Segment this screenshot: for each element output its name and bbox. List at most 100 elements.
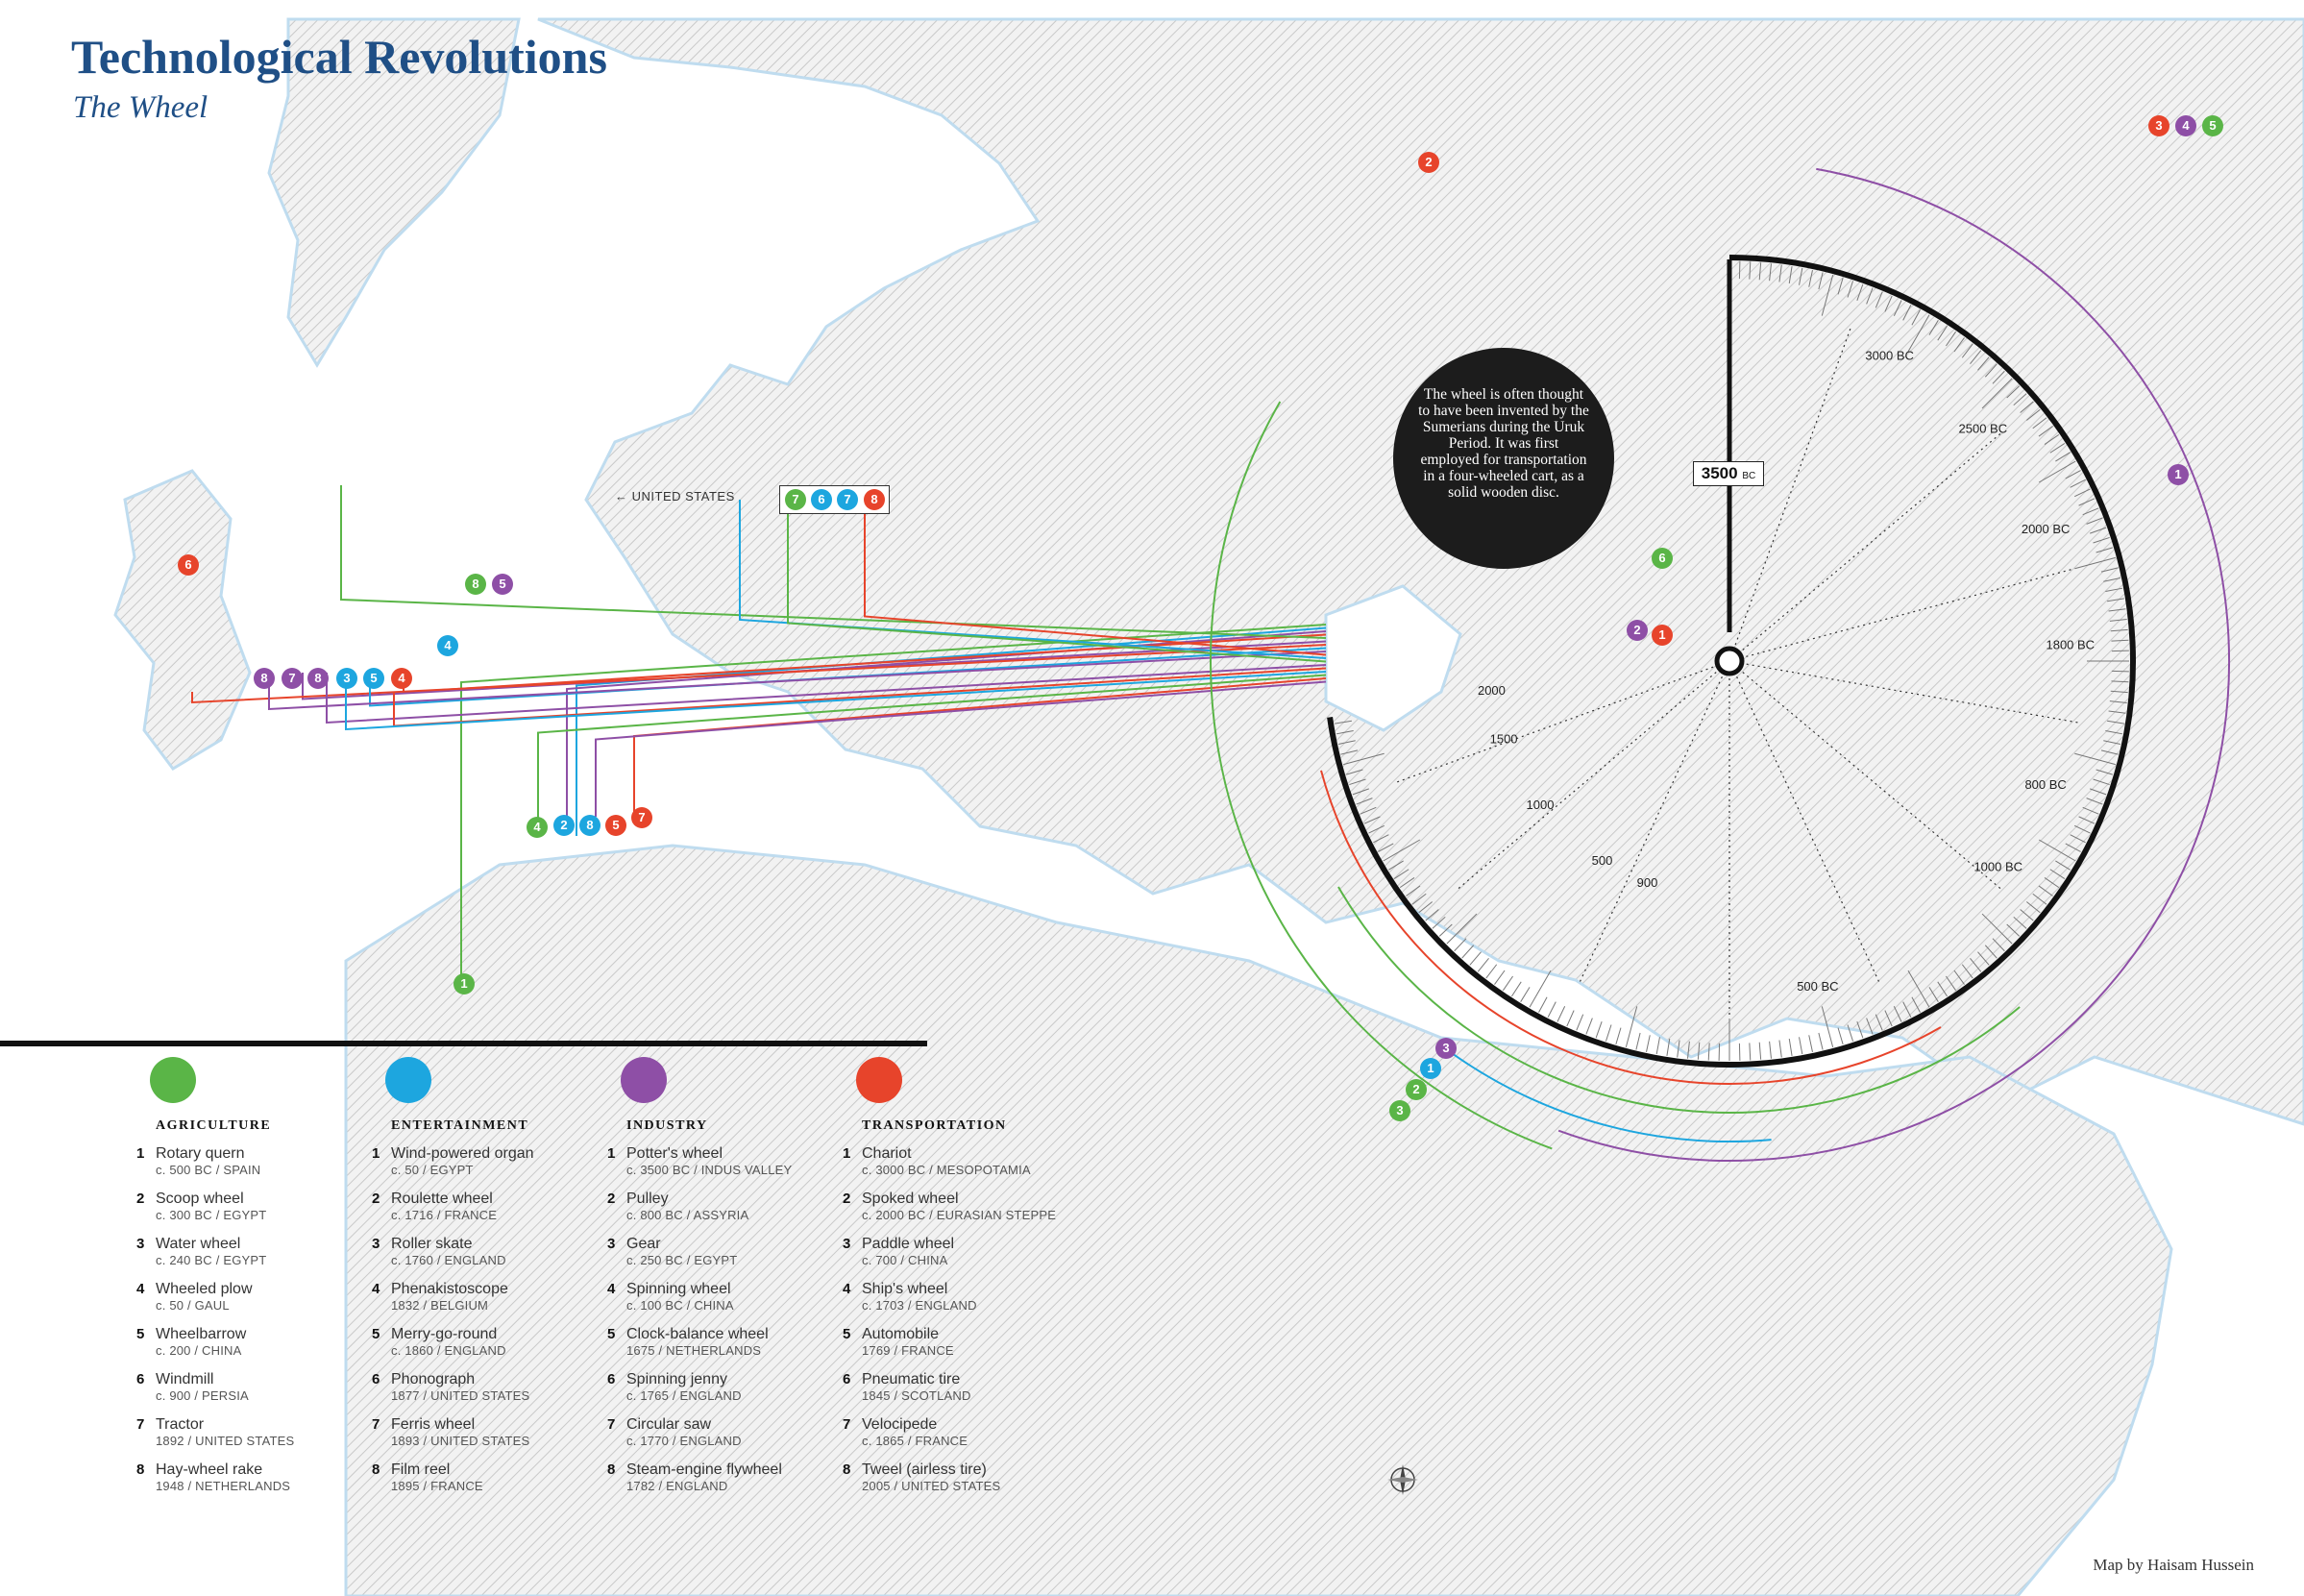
dial-tick bbox=[2006, 923, 2021, 937]
gear-icon bbox=[621, 1057, 667, 1103]
dial-tick bbox=[1340, 749, 1359, 755]
dial-ring bbox=[1327, 255, 2136, 1068]
item-meta: 1782 / ENGLAND bbox=[626, 1479, 728, 1493]
connector-line bbox=[537, 674, 1327, 836]
dial-tick bbox=[1585, 1018, 1593, 1035]
dial-tick bbox=[1363, 816, 1381, 824]
dial-tick bbox=[1856, 283, 1864, 301]
dial-tick bbox=[1502, 975, 1513, 992]
item-meta: c. 1716 / FRANCE bbox=[391, 1208, 498, 1222]
legend-rule bbox=[0, 1041, 927, 1046]
item-name: Wheeled plow bbox=[156, 1281, 253, 1297]
item-meta: c. 100 BC / CHINA bbox=[626, 1298, 734, 1313]
dial-tick bbox=[1393, 869, 1409, 879]
dial-tick bbox=[2078, 498, 2096, 506]
item-name: Velocipede bbox=[862, 1416, 938, 1433]
item-meta: c. 3000 BC / MESOPOTAMIA bbox=[862, 1163, 1031, 1177]
dial-tick bbox=[2078, 816, 2096, 824]
dial-tick bbox=[2032, 417, 2047, 430]
item-number: 7 bbox=[607, 1416, 616, 1433]
dial-tick bbox=[1758, 262, 1762, 281]
dial-tick bbox=[1368, 824, 1385, 834]
dial-tick bbox=[1566, 1010, 1575, 1027]
item-name: Ship's wheel bbox=[862, 1281, 948, 1297]
dial-tick bbox=[1970, 957, 1982, 972]
item-number: 6 bbox=[607, 1371, 616, 1387]
marker-industry: 8 bbox=[254, 668, 275, 689]
item-name: Potter's wheel bbox=[626, 1145, 723, 1162]
dial-tick bbox=[2070, 834, 2086, 844]
dial-tick-label: 2000 bbox=[1478, 683, 1506, 698]
dial-tick-label: 500 bbox=[1592, 853, 1613, 868]
item-meta: c. 1865 / FRANCE bbox=[862, 1434, 968, 1448]
dial-spoke bbox=[1728, 660, 2002, 891]
dial-tick bbox=[1837, 277, 1844, 295]
marker-industry: 1 bbox=[2168, 464, 2189, 485]
item-name: Tractor bbox=[156, 1416, 205, 1433]
dial-tick bbox=[1336, 730, 1354, 735]
item-meta: 1895 / FRANCE bbox=[391, 1479, 483, 1493]
dial-tick bbox=[1646, 1035, 1651, 1053]
item-name: Chariot bbox=[862, 1145, 912, 1162]
dial-tick bbox=[1335, 720, 1352, 724]
dial-spoke bbox=[1728, 327, 1852, 662]
item-meta: 1769 / FRANCE bbox=[862, 1343, 954, 1358]
dial-tick bbox=[1911, 996, 1921, 1013]
marker-industry: 2 bbox=[1627, 620, 1648, 641]
dial-tick-label: 1500 bbox=[1490, 732, 1518, 747]
item-number: 5 bbox=[372, 1326, 380, 1342]
item-meta: c. 500 BC / SPAIN bbox=[156, 1163, 261, 1177]
dial-tick bbox=[1893, 300, 1902, 316]
item-number: 8 bbox=[607, 1461, 616, 1478]
dial-tick bbox=[1799, 1037, 1803, 1055]
dial-tick bbox=[1520, 987, 1531, 1002]
item-name: Ferris wheel bbox=[391, 1416, 476, 1433]
dial-tick bbox=[2038, 885, 2053, 896]
dial-tick bbox=[2044, 877, 2060, 889]
item-meta: 1675 / NETHERLANDS bbox=[626, 1343, 762, 1358]
dial-tick bbox=[1461, 945, 1475, 959]
connector-line bbox=[460, 624, 1327, 980]
dial-tick bbox=[2074, 752, 2116, 766]
marker-agriculture: 4 bbox=[527, 817, 548, 838]
marker-agriculture: 2 bbox=[1406, 1079, 1427, 1100]
invention-note: The wheel is often thought to have been … bbox=[1393, 348, 1614, 569]
marker-transportation: 7 bbox=[631, 807, 652, 828]
dial-tick bbox=[1425, 909, 1439, 921]
connector-line bbox=[191, 644, 1327, 704]
item-number: 1 bbox=[607, 1145, 616, 1162]
item-number: 5 bbox=[136, 1326, 145, 1342]
landmass-eurasia bbox=[537, 17, 2304, 1126]
dial-tick bbox=[2065, 843, 2081, 852]
marker-agriculture: 5 bbox=[2202, 115, 2223, 136]
dial-tick bbox=[1788, 266, 1793, 283]
dial-spoke bbox=[1457, 660, 1730, 891]
dial-tick bbox=[2107, 598, 2124, 602]
dial-tick bbox=[2096, 547, 2114, 553]
dial-tick bbox=[1378, 843, 1394, 852]
dial-tick bbox=[2074, 556, 2116, 570]
dial-tick bbox=[1677, 1040, 1680, 1058]
marker-transportation: 6 bbox=[178, 554, 199, 576]
item-meta: 1845 / SCOTLAND bbox=[862, 1388, 971, 1403]
item-number: 6 bbox=[136, 1371, 145, 1387]
dial-tick bbox=[1349, 778, 1366, 786]
marker-agriculture: 1 bbox=[453, 973, 475, 994]
item-number: 2 bbox=[372, 1191, 380, 1207]
dial-tick-label: 1000 bbox=[1527, 798, 1555, 812]
